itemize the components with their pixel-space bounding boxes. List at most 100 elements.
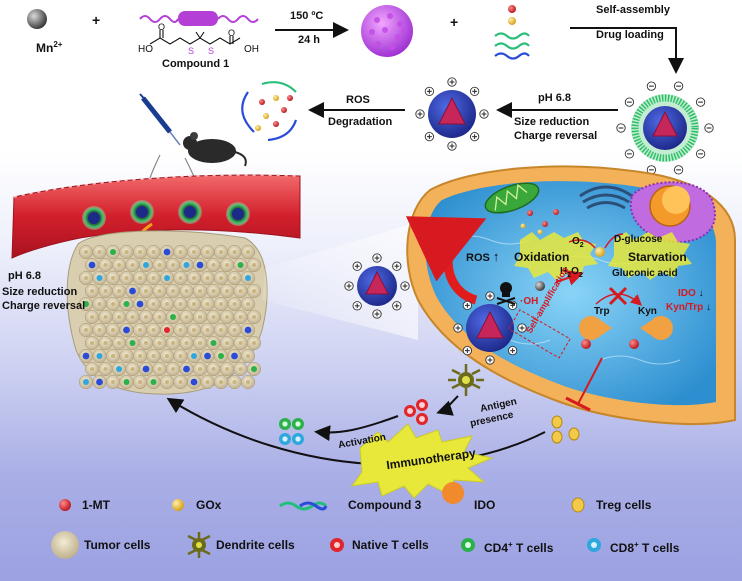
tumor-cell-small — [84, 361, 100, 377]
positive-charge — [344, 281, 354, 291]
temperature-label: 150 ºC — [290, 10, 324, 22]
positive-charge — [424, 86, 435, 97]
ros-label-cell: ROS ↑ — [466, 249, 500, 264]
tumor-cell-small — [233, 309, 248, 325]
negative-charge — [646, 81, 657, 91]
positive-charges-cell — [453, 291, 527, 365]
kyn-trp-down-label: Kyn/Trp ↓ — [666, 302, 712, 313]
tumor-cell-small — [165, 283, 181, 299]
negative-charge — [624, 97, 635, 107]
size-reduction-label-top: Size reduction — [514, 116, 590, 128]
compound1-polymer — [139, 11, 259, 26]
tumor-cell-small — [111, 257, 127, 273]
tumor-cell-small — [92, 322, 107, 338]
tumor-cell-small — [84, 309, 100, 325]
tumor-cell-small — [219, 309, 235, 325]
positive-nanoparticle-top — [428, 90, 476, 138]
tumor-cell-small — [78, 270, 94, 286]
antigen-arrow — [436, 395, 459, 416]
tumor-cell-small — [186, 374, 202, 390]
tumor-cell-small — [179, 335, 194, 351]
tumor-cell-small — [233, 361, 248, 377]
tumor-cell-small — [111, 361, 127, 377]
tumor-cell-small — [165, 257, 181, 273]
tumor-cell-small — [146, 348, 161, 364]
tumor-cell-small — [92, 374, 107, 390]
tumor-cell-small — [105, 348, 121, 364]
tumor-cell-small — [146, 322, 161, 338]
tumor-cell-small — [92, 296, 107, 312]
tumor-cell-small — [98, 309, 113, 325]
gox-center — [595, 247, 605, 257]
starvation-label: Starvation — [628, 250, 687, 264]
native-t-cells — [404, 399, 428, 425]
ros-label-top: ROS — [346, 94, 370, 106]
treg-inhibition-line — [577, 357, 603, 405]
tumor-cell-small — [246, 257, 262, 273]
plus-sign-1: + — [92, 12, 101, 28]
tumor-cell-small — [179, 257, 194, 273]
tumor-cell-small — [179, 309, 194, 325]
tumor-cell-small — [105, 322, 121, 338]
tumor-cell-small — [179, 361, 194, 377]
h2o2-arrow — [555, 270, 584, 286]
positive-charge — [469, 86, 480, 97]
tumor-cell-small — [200, 270, 215, 286]
degradation-label: Degradation — [328, 116, 393, 128]
tumor-cell-small — [125, 309, 140, 325]
tumor-cell-small — [98, 335, 113, 351]
tumor-cell-small — [200, 374, 215, 390]
positive-charge — [517, 323, 527, 333]
tumor-cell-small — [246, 361, 262, 377]
legend-label-tumor-cells: Tumor cells — [84, 538, 151, 552]
positive-charge — [352, 301, 362, 311]
tumor-cell-small — [152, 361, 167, 377]
tumor-cell-small — [138, 309, 154, 325]
tumor-cell-small — [84, 335, 100, 351]
vessel-nanoparticles — [82, 200, 250, 230]
treg-inhibition-bar — [565, 396, 591, 412]
tumor-cell-small — [213, 374, 229, 390]
tumor-cell-small — [192, 361, 208, 377]
positive-charge — [479, 109, 489, 119]
tumor-cell-small — [78, 322, 94, 338]
mn-ion-sphere — [27, 9, 47, 29]
tumor-cell-small — [200, 322, 215, 338]
tumor-cell-small — [78, 374, 94, 390]
tumor-cell-small — [173, 270, 188, 286]
tumor-cell-small — [173, 374, 188, 390]
tumor-cell-small — [213, 296, 229, 312]
positive-charge — [507, 345, 518, 356]
positive-charge — [372, 253, 382, 263]
tumor-cell-small — [186, 244, 202, 260]
glucose-arrows — [568, 233, 624, 249]
vessel-nanoparticle — [130, 200, 154, 224]
nucleus — [629, 181, 717, 244]
vessel-nanoparticle — [178, 200, 202, 224]
legend-icons — [51, 482, 601, 559]
tumor-cell-small — [200, 296, 215, 312]
tumor-cell-small — [138, 283, 154, 299]
tumor-cell-small — [165, 309, 181, 325]
tumor-cell-small — [92, 348, 107, 364]
negative-charge — [624, 149, 635, 159]
tumor-cell-small — [105, 374, 121, 390]
tumor-cell-small — [240, 296, 256, 312]
positive-charge — [462, 345, 473, 356]
tumor-cell-small — [213, 348, 229, 364]
mouse — [183, 132, 247, 167]
tumor-cell-small — [111, 309, 127, 325]
self-assembly-label: Self-assembly — [596, 4, 670, 16]
hydroxyl-label: ·OH — [520, 296, 539, 307]
legend-label-native-t: Native T cells — [352, 538, 429, 552]
chem-s1: S — [188, 46, 195, 56]
tumor-cell-small — [219, 335, 235, 351]
positive-charge — [485, 291, 495, 301]
tumor-cell-small — [200, 244, 215, 260]
tumor-cell-small — [146, 374, 161, 390]
tumor-cell-small — [92, 244, 107, 260]
mn-particle — [535, 281, 545, 291]
compound1-structure — [149, 30, 241, 45]
tumor-cell-small — [192, 283, 208, 299]
positive-charge — [424, 131, 435, 142]
